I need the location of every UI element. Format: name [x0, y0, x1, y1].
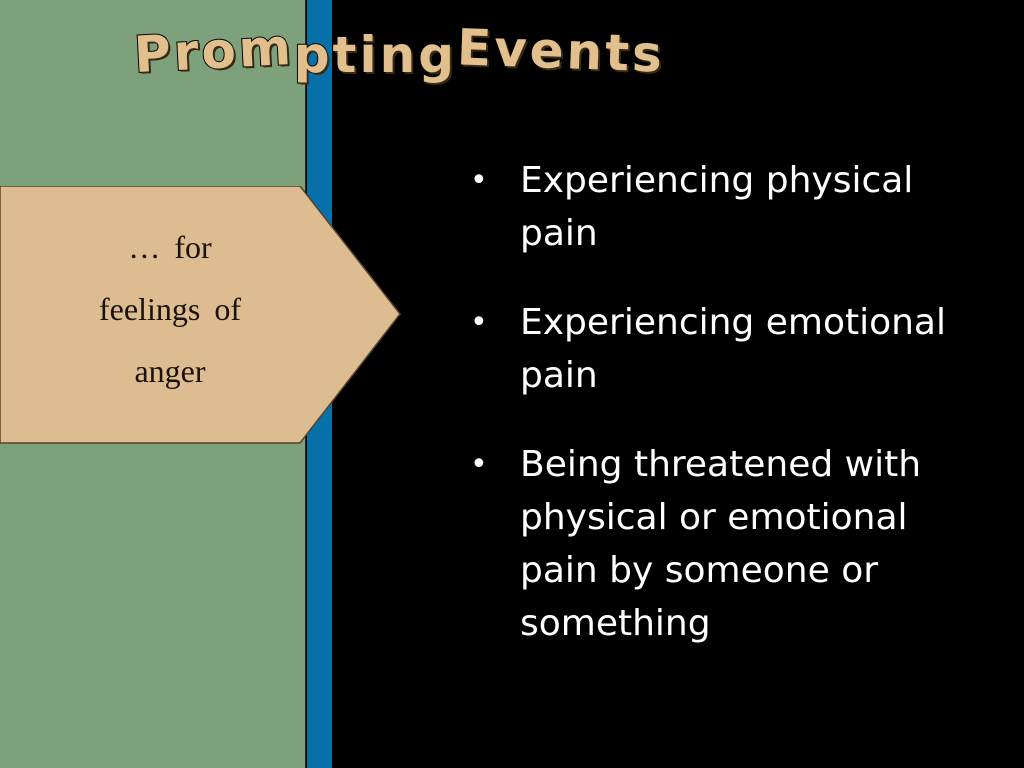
bullet-item: • Experiencing physical pain: [470, 154, 990, 260]
arrow-shape: [0, 186, 401, 444]
bullet-item: • Being threatened with physical or emot…: [470, 438, 990, 650]
title-part-2: pting: [293, 25, 457, 85]
title-part-3: Events: [455, 17, 667, 84]
bullet-text: Being threatened with physical or emotio…: [520, 444, 922, 644]
bullet-dot: •: [470, 163, 488, 198]
slide-title: Prompting Events: [132, 17, 667, 85]
bullet-text: Experiencing emotional pain: [520, 302, 946, 396]
bullet-dot: •: [470, 305, 488, 340]
bullet-dot: •: [470, 447, 488, 482]
arrow-callout: … for feelings of anger: [0, 186, 402, 444]
title-part-1: Prom: [132, 17, 297, 85]
bullet-text: Experiencing physical pain: [520, 160, 914, 254]
arrow-line-3: anger: [134, 353, 206, 389]
bullet-item: • Experiencing emotional pain: [470, 296, 990, 402]
arrow-line-2: feelings of: [99, 291, 241, 327]
arrow-label: … for feelings of anger: [40, 216, 300, 402]
bullet-list: • Experiencing physical pain • Experienc…: [470, 154, 990, 686]
arrow-line-1: … for: [128, 229, 212, 265]
